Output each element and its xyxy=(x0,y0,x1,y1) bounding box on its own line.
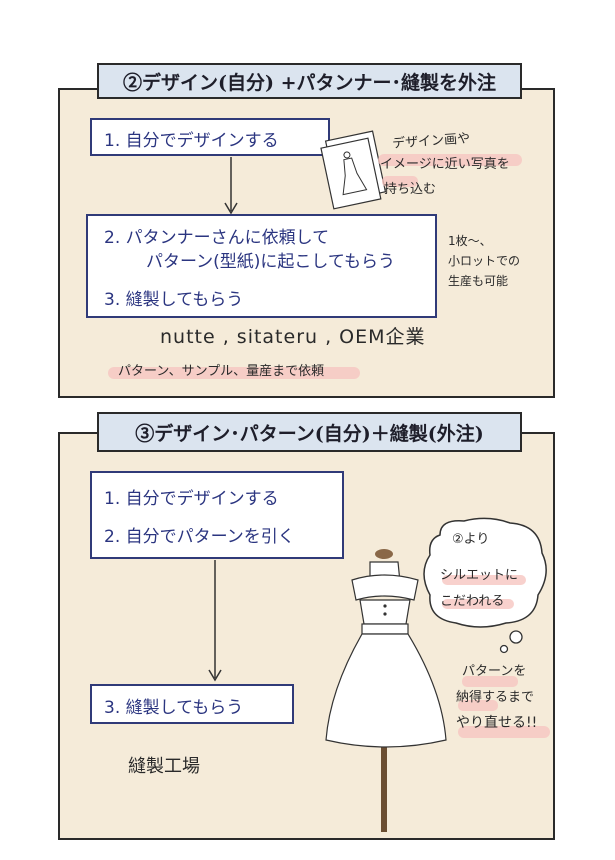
step-box-pattern-sewing xyxy=(86,214,437,318)
design-sketch-illustration xyxy=(320,130,387,210)
sketch-note-line-3: 持ち込む xyxy=(384,182,437,197)
sketch-note-line-2: イメージに近い写真を xyxy=(380,157,510,172)
redo-note-highlight xyxy=(458,676,550,738)
step-3-text: 3. 縫製してもらう xyxy=(104,698,244,718)
redo-note-line-2: 納得するまで xyxy=(456,690,535,705)
companies-note: パターン、サンプル、量産まで依頼 xyxy=(118,364,325,379)
step-box-design-pattern xyxy=(90,471,344,559)
bubble-line-3: こだわれる xyxy=(440,594,505,609)
step-2-text-cont: パターン(型紙)に起こしてもらう xyxy=(146,252,396,272)
small-lot-note-line-2: 小ロットでの xyxy=(448,254,521,268)
step-2-text: 2. 自分でパターンを引く xyxy=(104,527,295,547)
step-box-sewing xyxy=(90,684,294,724)
step-box-design xyxy=(90,118,330,156)
panel-1-title: ②デザイン(自分) +パタンナー･縫製を外注 xyxy=(97,63,522,99)
redo-note-line-1: パターンを xyxy=(462,664,527,679)
companies-note-highlight xyxy=(108,367,360,379)
arrow-down-icon xyxy=(208,560,222,682)
bubble-line-1: ②より xyxy=(452,532,490,547)
step-3-text: 3. 縫製してもらう xyxy=(104,290,244,310)
note-highlight xyxy=(378,154,522,187)
dress-form-illustration xyxy=(325,549,447,832)
factory-note: 縫製工場 xyxy=(128,756,200,777)
thought-bubble xyxy=(423,517,547,654)
company-names: nutte , sitateru , OEM企業 xyxy=(160,326,426,348)
panel-2-title: ③デザイン･パターン(自分)＋縫製(外注) xyxy=(97,412,522,452)
step-1-text: 1. 自分でデザインする xyxy=(104,489,279,509)
small-lot-note-line-3: 生産も可能 xyxy=(448,274,509,288)
redo-note-line-3: やり直せる!! xyxy=(456,715,538,731)
small-lot-note-line-1: 1枚〜、 xyxy=(448,234,492,248)
step-2-text: 2. パタンナーさんに依頼して xyxy=(104,228,330,248)
bubble-line-2: シルエットに xyxy=(440,568,519,583)
step-1-text: 1. 自分でデザインする xyxy=(104,131,279,151)
arrow-down-icon xyxy=(224,157,238,215)
